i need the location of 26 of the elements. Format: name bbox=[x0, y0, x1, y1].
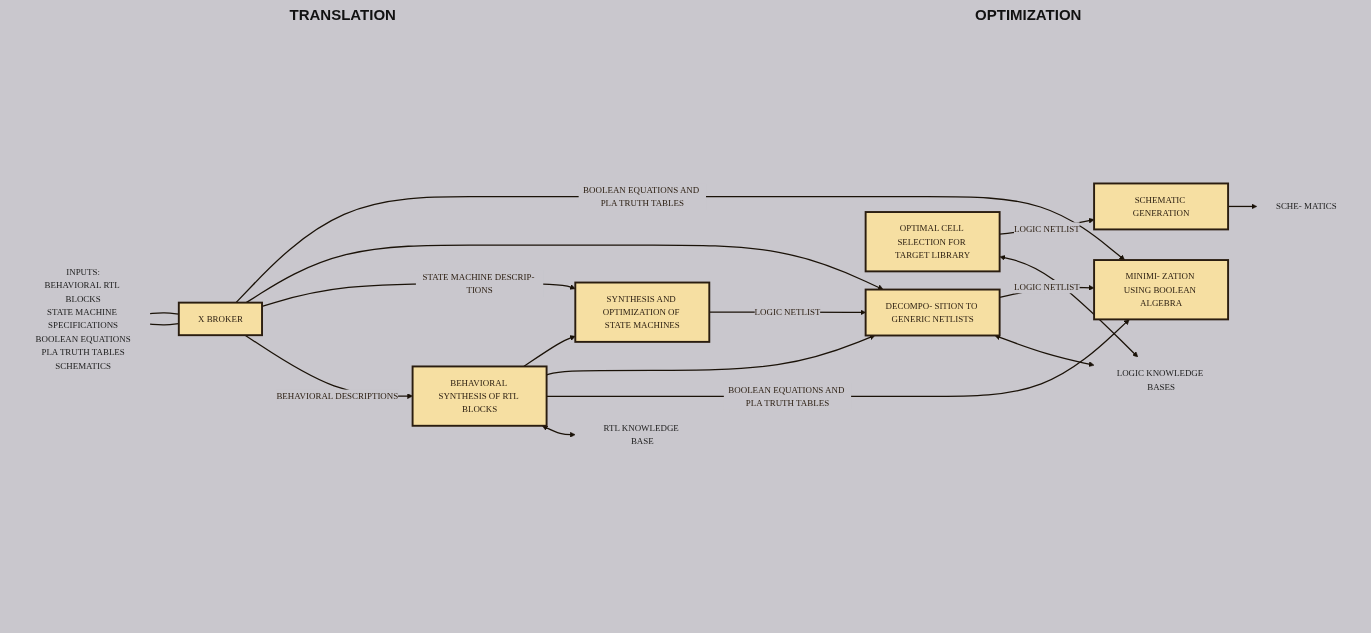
node-box: SYNTHESIS AND OPTIMIZATION OF STATE MACHINES bbox=[573, 281, 710, 343]
arrow bbox=[541, 425, 576, 438]
node-box: SCHEMATIC GENERATION bbox=[1092, 182, 1229, 231]
node-box: MINIMI- ZATION USING BOOLEAN ALGEBRA bbox=[1092, 259, 1229, 321]
node-text: INPUTS: BEHAVIORAL RTL BLOCKS STATE MACHINE SPECIFICATIONS BOOLEAN EQUATIONS PLA TRUTH TABLES SCHEMATICS bbox=[35, 267, 131, 371]
edge-label: LOGIC NETLIST bbox=[754, 307, 820, 317]
node-box: BEHAVIORAL SYNTHESIS OF RTL BLOCKS bbox=[411, 365, 548, 427]
arrow bbox=[994, 334, 1094, 367]
connector bbox=[148, 312, 179, 315]
edge-label: LOGIC NETLIST bbox=[1013, 224, 1080, 234]
node-text: SCHE- MATICS bbox=[1275, 201, 1337, 212]
connector bbox=[148, 323, 179, 326]
edge-label: BOOLEAN EQUATIONS AND PLA TRUTH TABLES bbox=[727, 384, 844, 408]
section-heading: TRANSLATION bbox=[289, 6, 396, 23]
section-heading: OPTIMIZATION bbox=[975, 6, 1082, 23]
node-box: DECOMPO- SITION TO GENERIC NETLISTS bbox=[864, 288, 1001, 337]
arrow bbox=[245, 244, 883, 304]
arrow bbox=[234, 196, 1125, 304]
node-text: LOGIC KNOWLEDGE BASES bbox=[1116, 368, 1203, 392]
edge-label: BOOLEAN EQUATIONS AND PLA TRUTH TABLES bbox=[582, 185, 699, 209]
edge-label: LOGIC NETLIST bbox=[1013, 281, 1080, 292]
node-text: RTL KNOWLEDGE BASE bbox=[603, 423, 679, 447]
edge-label: STATE MACHINE DESCRIP- TIONS bbox=[421, 272, 534, 296]
node-box: X BROKER bbox=[177, 301, 263, 337]
node-box: OPTIMAL CELL SELECTION FOR TARGET LIBRARY bbox=[864, 211, 1001, 273]
edge-label: BEHAVIORAL DESCRIPTIONS bbox=[275, 391, 398, 401]
